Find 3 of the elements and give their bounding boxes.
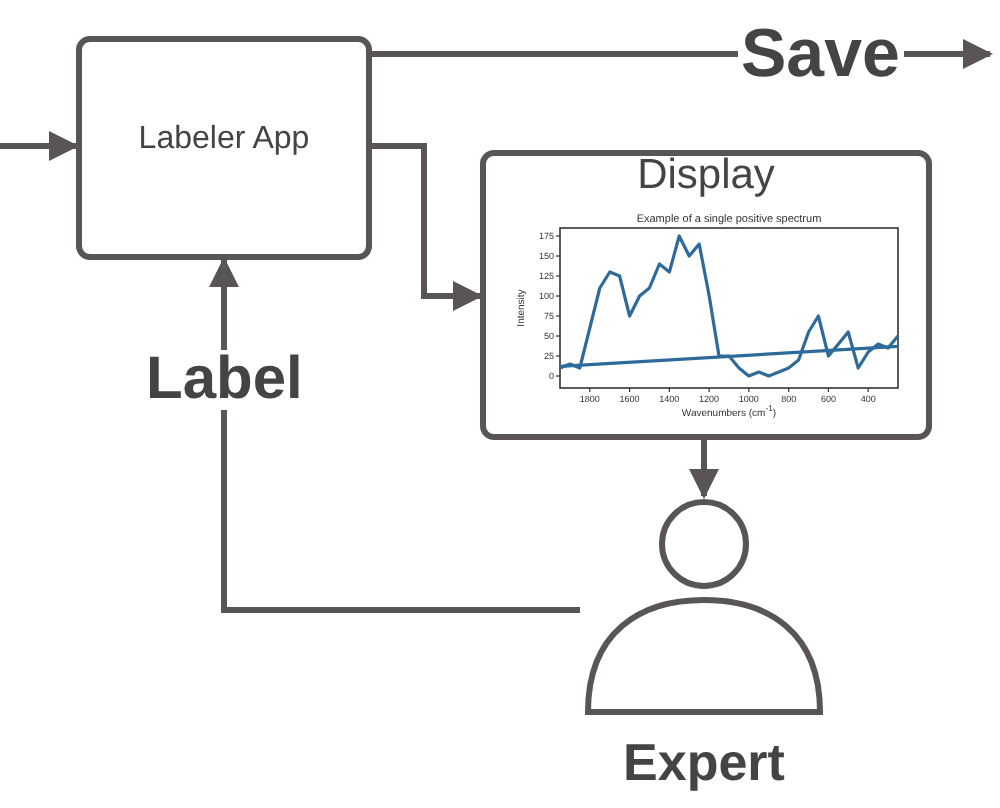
node-label: Expert	[621, 732, 787, 794]
node-label: Labeler App	[136, 122, 312, 158]
node-label: Display	[635, 152, 777, 200]
